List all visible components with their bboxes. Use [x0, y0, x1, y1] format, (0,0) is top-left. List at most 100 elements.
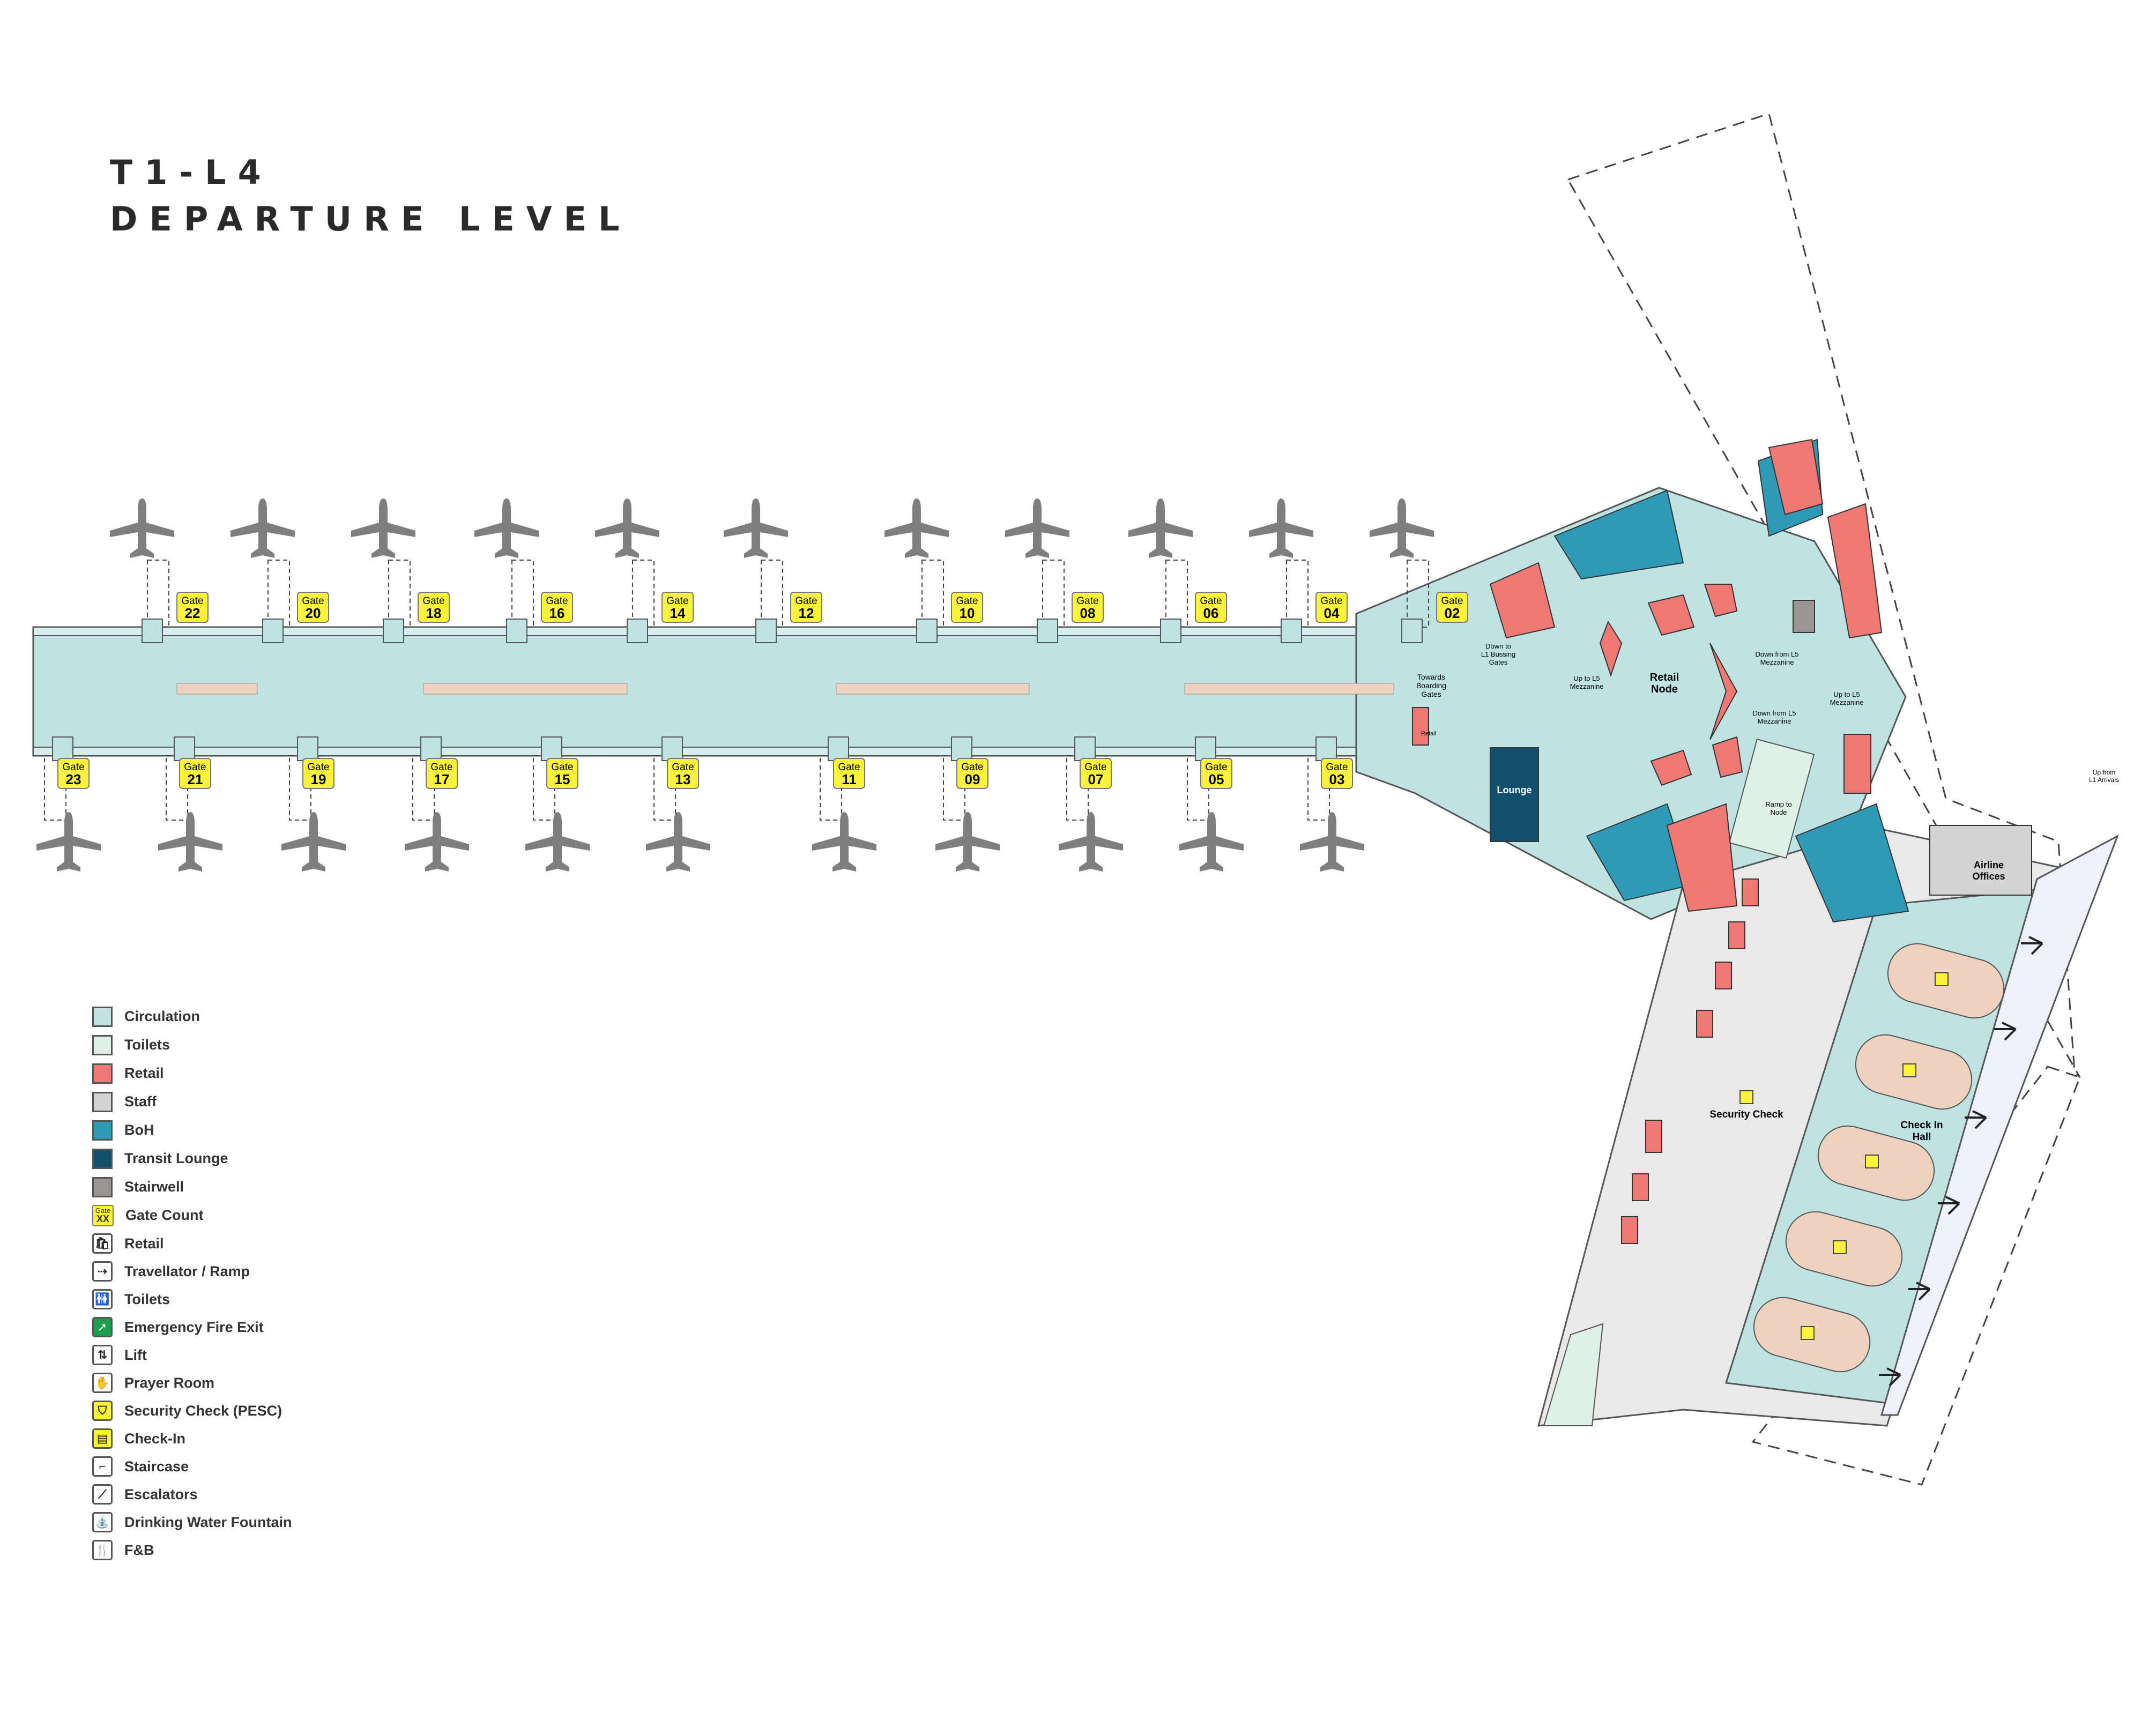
- gate-label-badge: [418, 592, 450, 623]
- retail-kiosk-4: [1599, 620, 1623, 677]
- gate-label-badge: [1080, 758, 1112, 789]
- legend-item: ⟋Escalators: [92, 1480, 392, 1508]
- gate-label-number: 07: [1088, 771, 1104, 787]
- gate-label-badge: [790, 592, 822, 623]
- legend-item: ⇢Travellator / Ramp: [92, 1257, 392, 1285]
- legend-label: Drinking Water Fountain: [124, 1514, 292, 1530]
- gate-connector: [383, 619, 404, 643]
- aircraft-icon: [812, 812, 876, 872]
- legend-item: ✋Prayer Room: [92, 1369, 392, 1397]
- gate-label-number: 15: [555, 771, 570, 787]
- legend-label: Retail: [124, 1235, 164, 1252]
- retail-security-7: [1621, 1216, 1638, 1244]
- gate-label-badge: [57, 758, 90, 789]
- water-fountain-icon: ⛲: [92, 1512, 113, 1532]
- gate-connector: [916, 619, 938, 643]
- gate-label-badge: [426, 758, 458, 789]
- legend-label: Emergency Fire Exit: [124, 1319, 264, 1335]
- gate-label-word: Gate: [184, 762, 206, 773]
- aircraft-icon: [724, 498, 788, 558]
- jet-bridge-20: [267, 560, 290, 628]
- label-security-check[interactable]: Security Check: [1709, 1109, 1783, 1120]
- travellator-3[interactable]: [836, 683, 1030, 695]
- gate-label-number: 10: [960, 605, 975, 621]
- legend-swatch: [92, 1177, 113, 1197]
- legend-label: F&B: [124, 1542, 154, 1558]
- gate-count-word: Gate: [95, 1207, 111, 1215]
- boh-block-north: [1553, 489, 1684, 580]
- retail-security-2: [1728, 921, 1745, 949]
- gate-label-badge: [667, 758, 699, 789]
- ramp-to-node: [1728, 738, 1815, 859]
- aircraft-icon: [525, 812, 590, 872]
- aircraft-icon: [405, 812, 469, 872]
- aircraft-icon: [36, 812, 101, 872]
- gate-label-badge: [1321, 758, 1353, 789]
- label-lounge[interactable]: Lounge: [1497, 785, 1532, 795]
- gate-label-badge: [1315, 592, 1348, 623]
- gate-connector: [1160, 619, 1181, 643]
- travellator-1[interactable]: [176, 683, 258, 695]
- legend-swatch: [92, 1034, 113, 1055]
- boh-block-east: [1795, 803, 1909, 923]
- stairwell-block: [1793, 600, 1815, 633]
- transit-lounge: [1490, 747, 1539, 842]
- gate-label-badge: [302, 758, 334, 789]
- check-in-icon: ▤: [92, 1428, 113, 1449]
- gate-label-word: Gate: [430, 762, 452, 773]
- legend-item: BoH: [92, 1116, 392, 1144]
- gate-label-number: 06: [1203, 605, 1219, 621]
- aircraft-icon: [1128, 498, 1193, 558]
- gate-label-word: Gate: [1084, 762, 1106, 773]
- map-title-level: T1-L4: [110, 153, 273, 192]
- legend-label: Lift: [124, 1346, 147, 1363]
- gate-label-number: 17: [434, 771, 450, 787]
- gate-label-badge: [179, 758, 211, 789]
- legend-swatch: [92, 1091, 113, 1112]
- gate-connector: [1074, 736, 1096, 761]
- gate-count-number: XX: [96, 1213, 109, 1224]
- legend-item: ➚Emergency Fire Exit: [92, 1313, 392, 1341]
- gate-connector: [1401, 619, 1423, 643]
- legend-label: Toilets: [124, 1037, 170, 1053]
- gate-label-badge: [1072, 592, 1104, 623]
- gate-connector: [142, 619, 163, 643]
- gate-label-badge: [1200, 758, 1232, 789]
- travellator-4[interactable]: [1184, 683, 1394, 695]
- jet-bridge-12: [761, 560, 783, 628]
- legend-item: ⇅Lift: [92, 1341, 392, 1369]
- legend-label: Transit Lounge: [124, 1150, 228, 1166]
- legend-item: Retail: [92, 1059, 392, 1088]
- gate-label-word: Gate: [961, 762, 983, 773]
- travellator-2[interactable]: [423, 683, 628, 695]
